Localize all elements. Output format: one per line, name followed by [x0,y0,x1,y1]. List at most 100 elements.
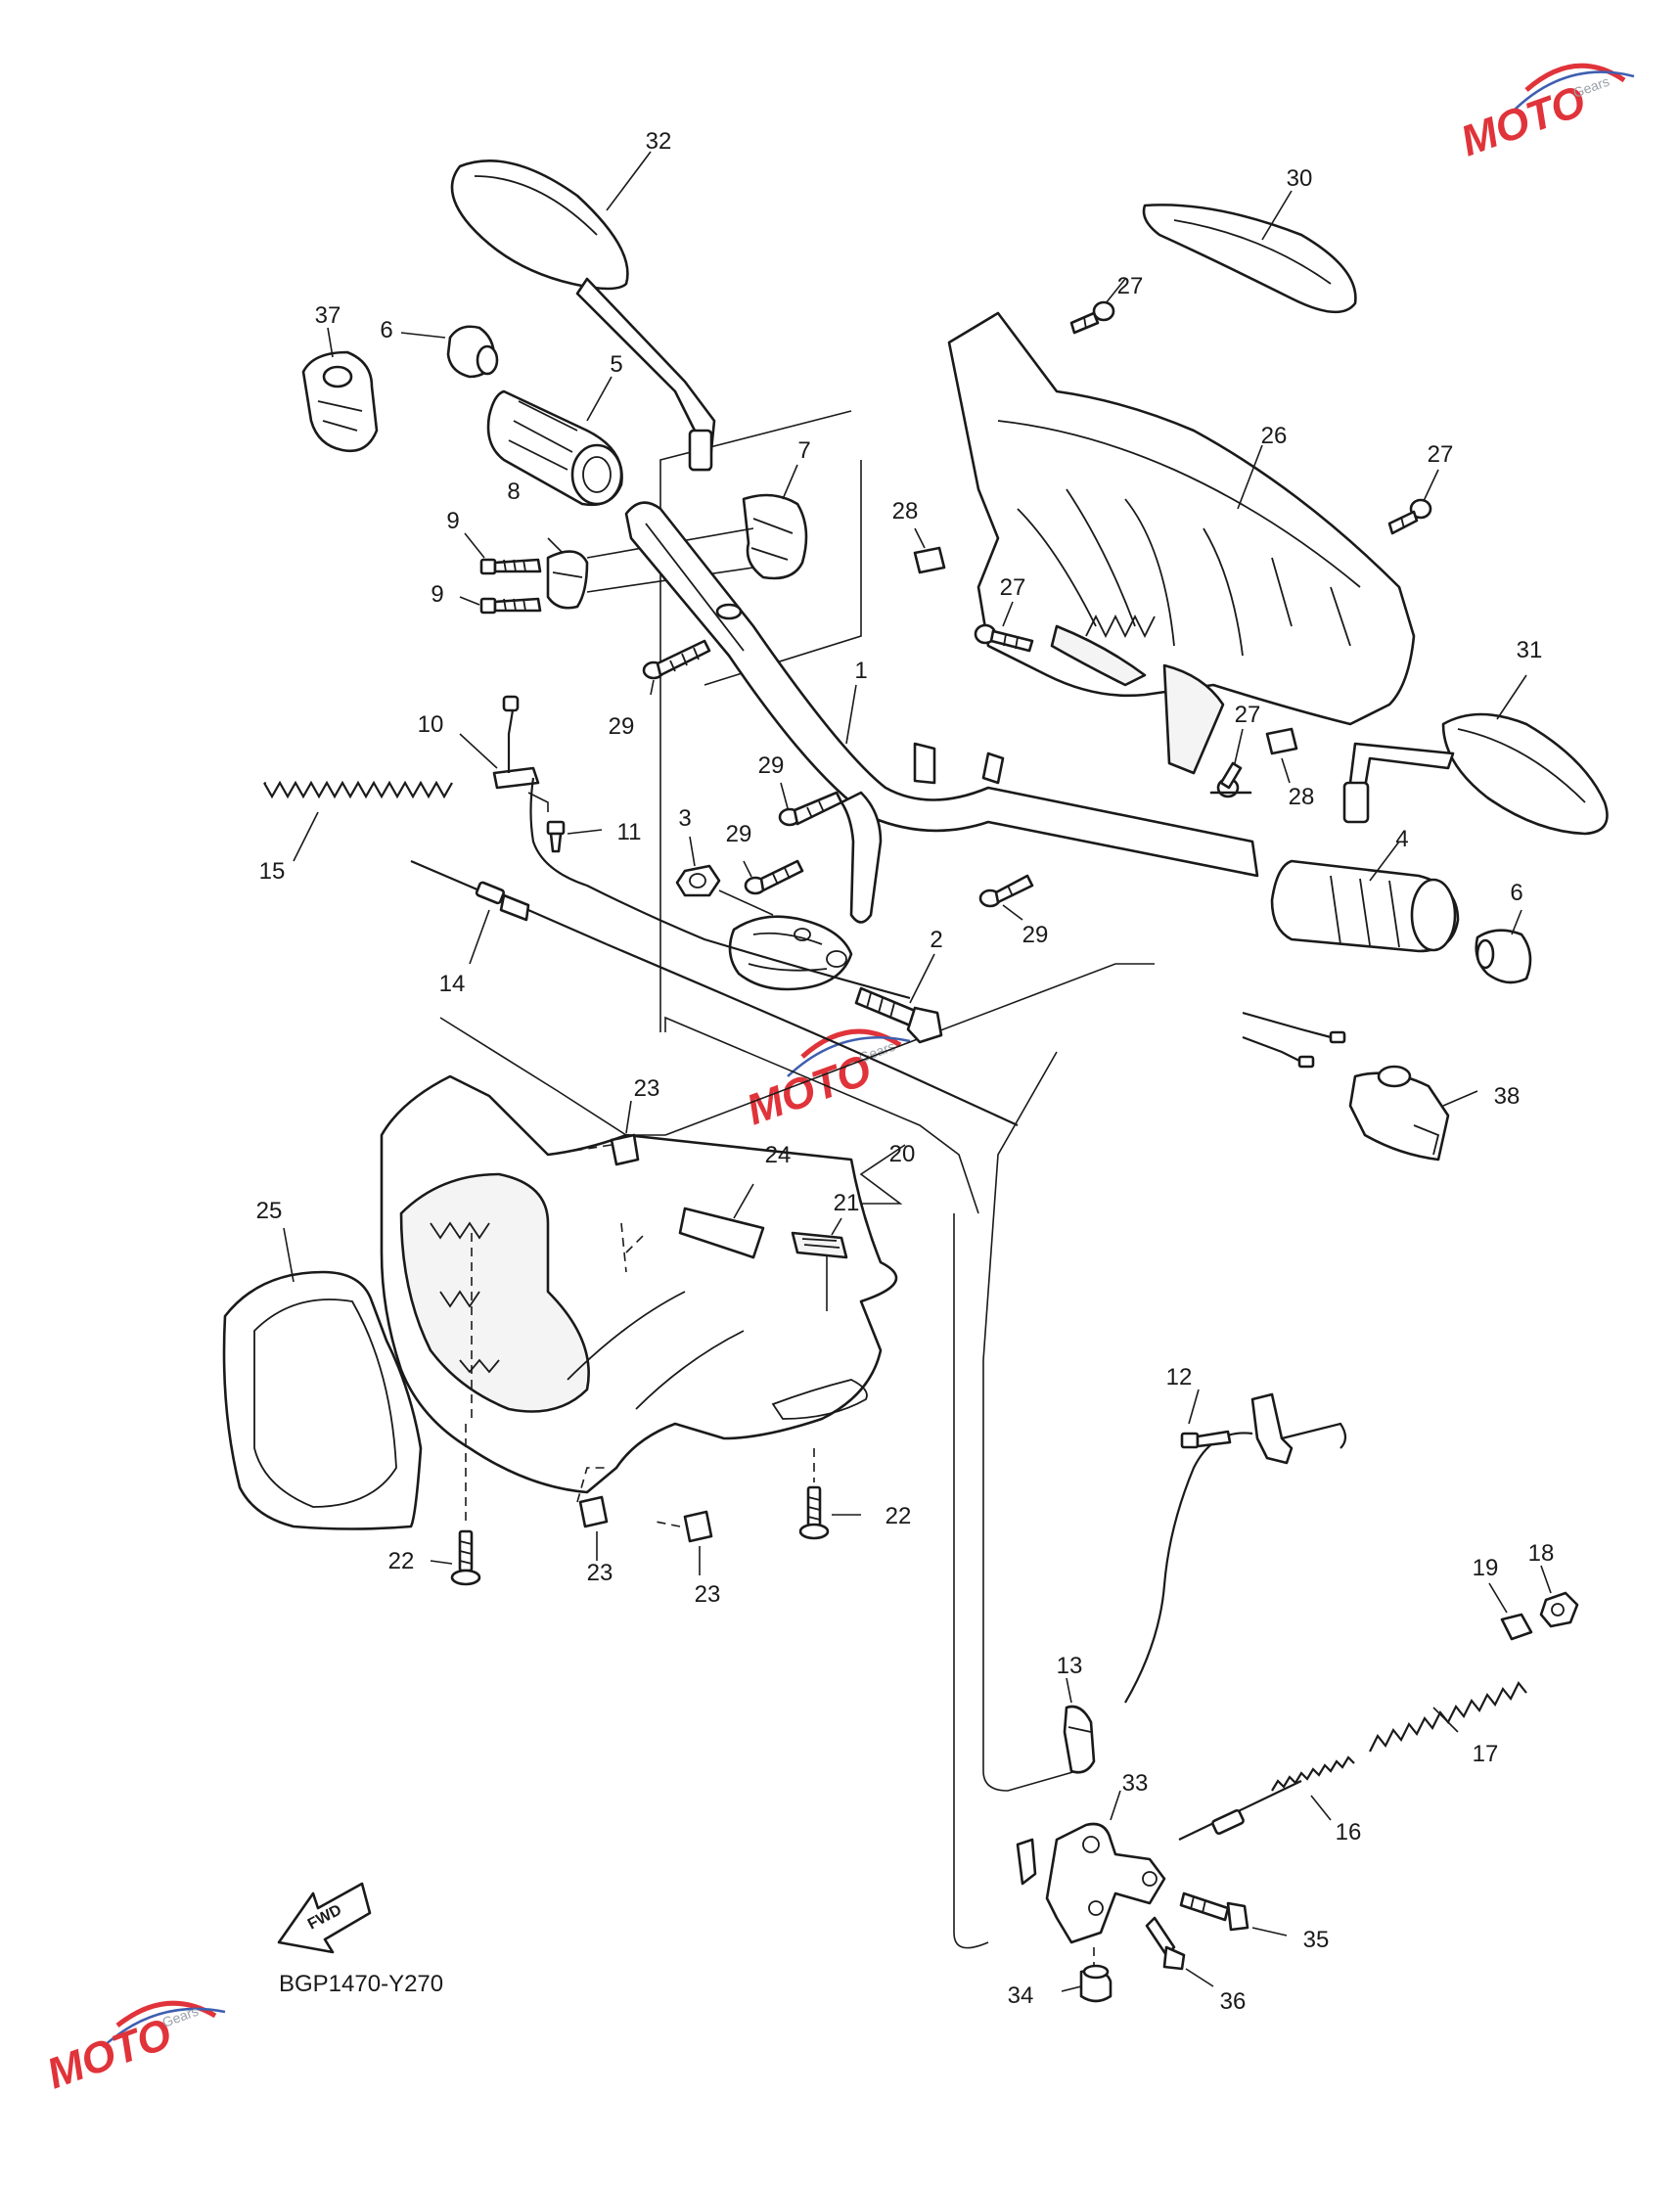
cable-bracket-10 [459,695,911,1000]
callout-5: 5 [610,351,622,378]
callout-6: 6 [380,317,392,343]
screw-27 [1069,278,1126,335]
bolt-35 [1179,1891,1288,1936]
screw-11 [546,820,603,853]
clip-28 [913,527,946,574]
callout-17: 17 [1473,1741,1499,1767]
clip-28 [1265,727,1298,784]
handlebar [624,501,1259,924]
callout-14: 14 [439,971,466,997]
callout-labels: 32 30 37 6 27 5 2 6 27 7 8 9 28 9 27 1 29… [256,128,1555,2015]
cable-14 [410,859,1019,1126]
callout-32: 32 [646,128,672,155]
callout-30: 30 [1287,165,1313,192]
callout-27: 27 [1000,574,1026,601]
callout-18: 18 [1528,1540,1555,1567]
cable-bracket-12 [1124,1389,1347,1704]
watermark-text: MOTO [41,2009,178,2098]
screw-22 [798,1448,861,1540]
figure-code: BGP1470-Y270 [279,1971,443,1997]
handlebar-cover-upper [947,311,1416,775]
callout-27: 27 [1428,441,1454,468]
callout-19: 19 [1473,1555,1499,1581]
callout-9: 9 [446,508,459,534]
collar-19 [1488,1582,1533,1641]
screw-27 [1209,728,1252,798]
callout-1: 1 [854,658,867,684]
bracket-33 [1016,1790,1166,1944]
headlight-cover [222,1227,423,1530]
watermark-logo: MOTO Gears [1455,63,1635,165]
callout-27: 27 [1117,273,1144,299]
screw-29 [978,874,1034,921]
bolt-2 [854,953,943,1044]
callout-4: 4 [1395,826,1408,852]
callout-33: 33 [1122,1770,1149,1797]
callout-6: 6 [1510,880,1522,906]
adjuster-13 [1063,1677,1096,1774]
callout-23: 23 [634,1075,660,1102]
mirror-left [450,151,716,472]
screw-22 [430,1424,481,1586]
emblem-21 [791,1217,848,1259]
mirror-right [1342,674,1609,836]
callout-37: 37 [315,302,341,329]
watermark-logo: MOTO Gears [41,2000,226,2098]
grip-left [486,376,623,507]
screw-29 [778,782,843,827]
watermark-text: MOTO [1455,76,1592,165]
callout-23: 23 [587,1560,613,1586]
callout-20: 20 [889,1141,916,1167]
meter-cover [1142,190,1357,314]
callout-22: 22 [388,1548,415,1574]
callout-9: 9 [431,581,443,608]
screw-29 [642,639,711,696]
handlebar-holder-upper [742,464,808,580]
watermark-subtext: Gears [1571,73,1612,101]
spring-17 [1369,1680,1527,1753]
callout-35: 35 [1303,1927,1330,1953]
nut-18 [1539,1565,1579,1628]
callout-3: 3 [678,805,691,832]
clip-23-lower [655,1510,713,1575]
callout-23: 23 [695,1581,721,1608]
callout-25: 25 [256,1198,283,1224]
callout-29: 29 [726,821,752,847]
grip-right [1270,841,1460,953]
handlebar-holder-lower [546,527,754,610]
cable-16 [1178,1755,1355,1841]
callout-34: 34 [1008,1982,1034,2009]
spring-15 [263,780,453,862]
clip-23-upper [547,1100,640,1166]
handlebar-clamp [728,915,853,991]
callout-10: 10 [418,711,444,738]
callout-2: 2 [930,927,942,953]
fwd-arrow: FWD [277,1882,372,1954]
switch-right [1242,1011,1478,1162]
callout-28: 28 [892,498,919,524]
bolt-36 [1145,1916,1214,1987]
handlebar-cover-lower [380,1074,906,1494]
screw-29 [743,859,804,895]
screw-9-upper [464,532,542,575]
screw-9-lower [459,596,542,615]
callout-29: 29 [1022,922,1049,948]
callout-7: 7 [797,437,810,464]
callout-22: 22 [885,1503,912,1529]
callout-15: 15 [259,858,286,885]
callout-21: 21 [834,1190,860,1216]
callout-8: 8 [507,478,520,505]
callout-27: 27 [1235,702,1261,728]
watermark-logo: MOTO Gears [741,1028,911,1134]
callout-11: 11 [617,819,642,845]
callout-16: 16 [1336,1819,1362,1845]
watermark-subtext: Gears [160,2003,201,2030]
nut-3 [675,836,774,916]
switch-left [301,327,379,453]
callout-38: 38 [1494,1083,1521,1110]
callout-31: 31 [1517,637,1543,663]
callout-29: 29 [758,752,785,779]
callout-36: 36 [1220,1988,1247,2015]
callout-28: 28 [1289,784,1315,810]
